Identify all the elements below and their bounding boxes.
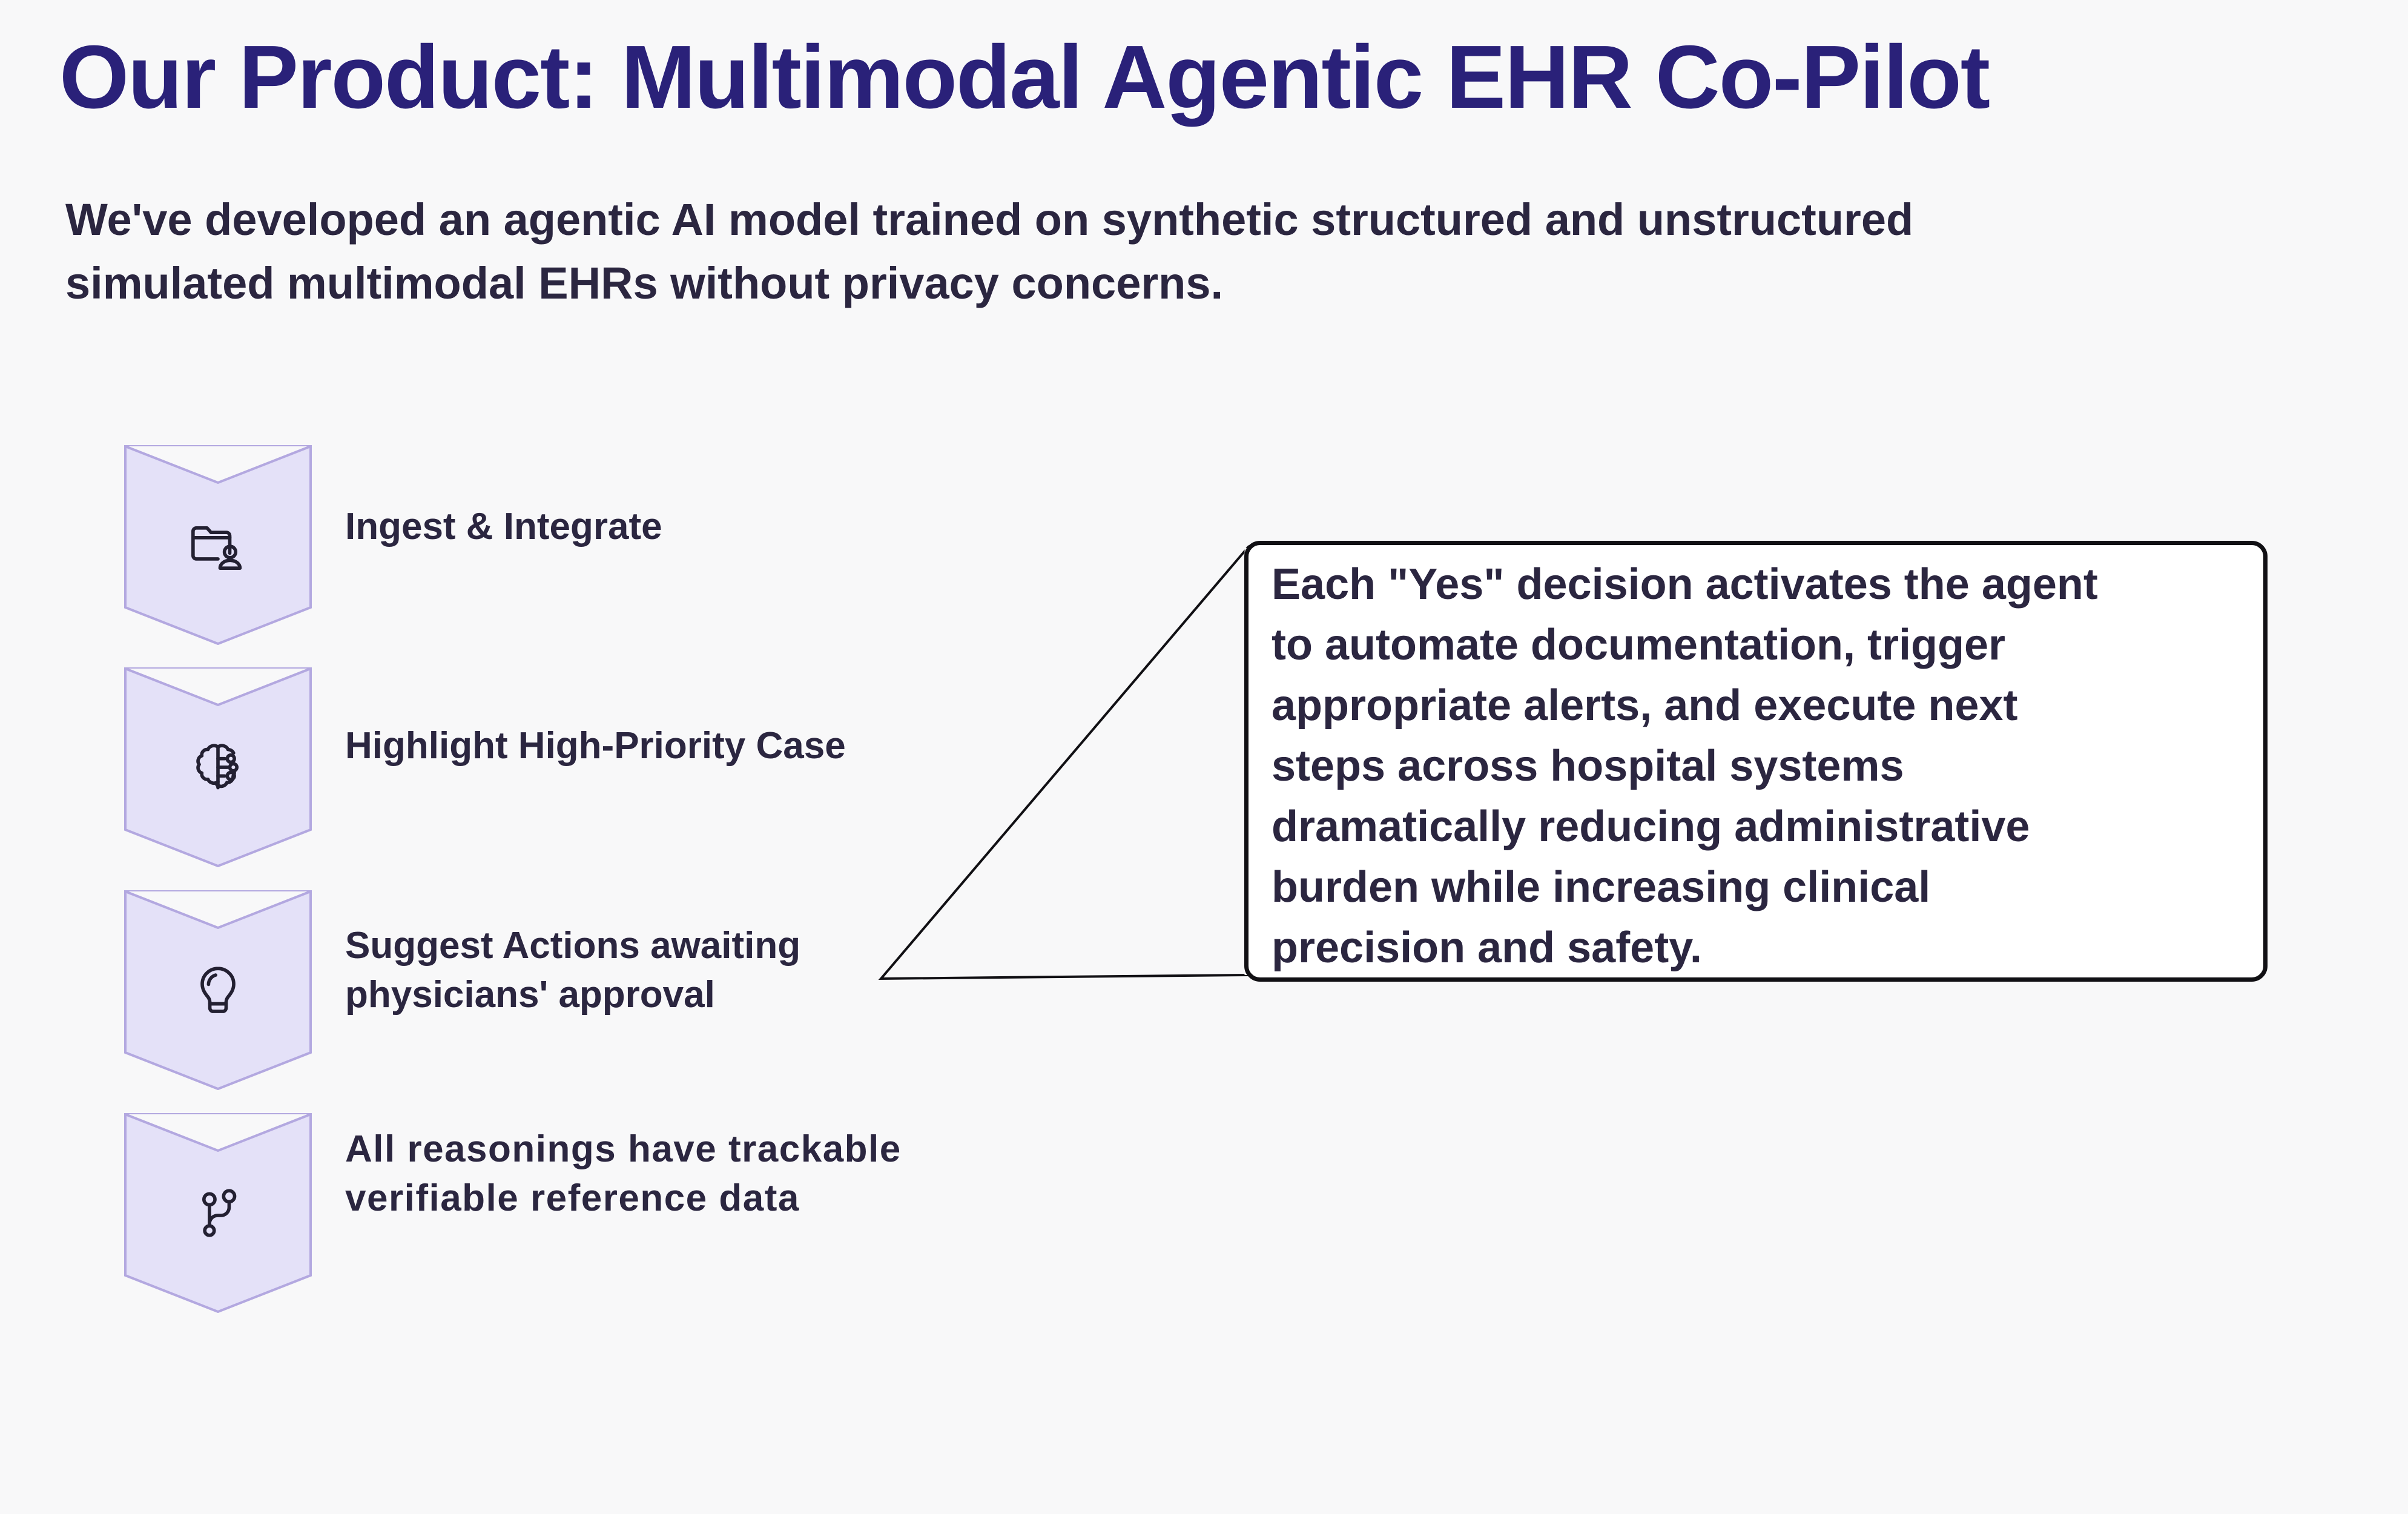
flow-step-label-1: Ingest & Integrate — [345, 503, 1023, 552]
flow-step-label-2-line1: Highlight High-Priority Case — [345, 725, 846, 767]
subtitle-line-2: simulated multimodal EHRs without privac… — [65, 258, 1224, 309]
chevron-shape-1 — [124, 445, 312, 645]
flow-step-label-3: Suggest Actions awaiting physicians' app… — [345, 922, 1023, 1019]
git-branch-icon — [186, 1182, 249, 1245]
subtitle-line-1: We've developed an agentic AI model trai… — [65, 194, 1914, 245]
flow-step-label-3-line2: physicians' approval — [345, 973, 715, 1016]
flow-step-label-4-line2: verifiable reference data — [345, 1177, 800, 1219]
chevron-shape-2 — [124, 667, 312, 867]
page-title: Our Product: Multimodal Agentic EHR Co-P… — [59, 27, 1990, 127]
flow-step-label-2: Highlight High-Priority Case — [345, 722, 1023, 771]
folder-user-icon — [186, 514, 249, 577]
callout-box[interactable] — [1244, 541, 2268, 982]
flow-step-label-4: All reasonings have trackable verifiable… — [345, 1125, 1023, 1223]
subtitle: We've developed an agentic AI model trai… — [65, 188, 2124, 315]
process-flow: Ingest & Integrate — [0, 0, 1090, 1514]
chevron-shape-3 — [124, 890, 312, 1090]
lightbulb-icon — [186, 959, 249, 1022]
chevron-shape-4 — [124, 1113, 312, 1313]
flow-step-label-3-line1: Suggest Actions awaiting — [345, 925, 801, 967]
brain-circuit-icon — [186, 736, 249, 799]
flow-step-label-4-line1: All reasonings have trackable — [345, 1128, 902, 1170]
flow-step-label-1-line1: Ingest & Integrate — [345, 506, 662, 547]
